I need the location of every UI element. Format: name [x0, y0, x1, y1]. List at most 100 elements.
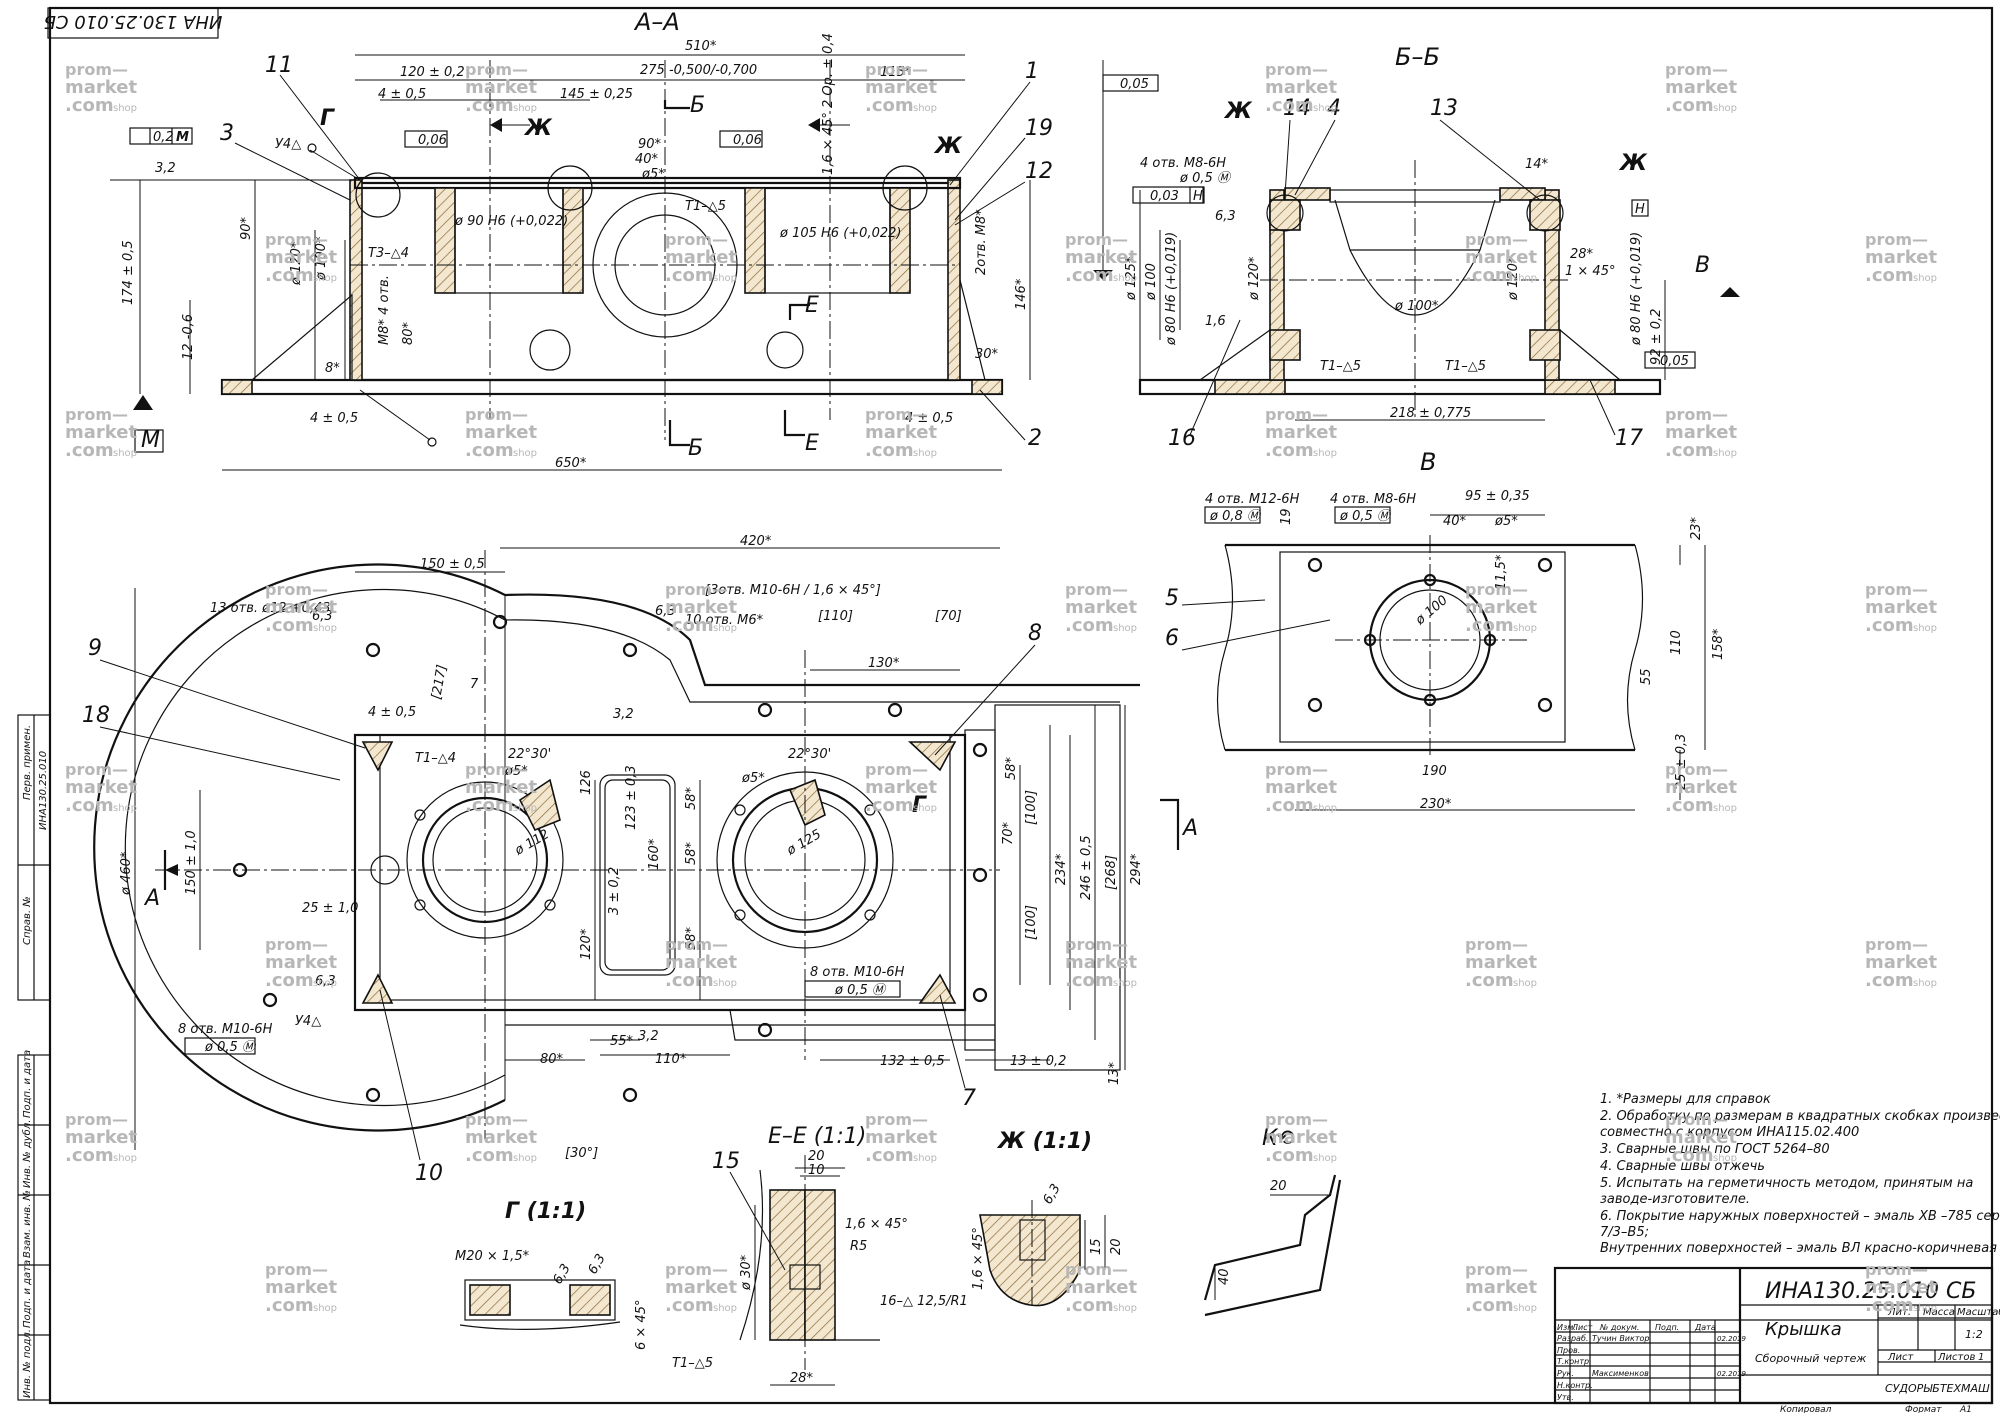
watermark-sub: shop — [913, 803, 937, 814]
dim-m8: M8* 4 отв. — [377, 275, 392, 345]
watermark-text: market — [265, 597, 337, 618]
detail-g-title: Г (1:1) — [505, 1199, 586, 1224]
bb-d80h6b: ø 80 H6 (+0,019) — [1629, 232, 1644, 346]
marker-zh-bb2: Ж — [1618, 151, 1648, 176]
watermark-text: market — [865, 777, 937, 798]
tb-col-4: Дата — [1694, 1323, 1716, 1332]
dim-174: 174 ± 0,5 — [121, 240, 136, 305]
plan-view: А А Г 420* 150 ± 0,5 13 отв. ø12 +0,43 [… — [82, 534, 1198, 1186]
watermark-sub: shop — [313, 1303, 337, 1314]
watermark-text: market — [65, 777, 137, 798]
marker-e-mid: Е — [805, 293, 819, 318]
watermark-text: prom— — [465, 1110, 528, 1129]
plan-d30: [30°] — [565, 1146, 598, 1161]
watermark-text: .com — [665, 265, 714, 286]
dim-650: 650* — [555, 456, 587, 471]
ee-r: R5 — [850, 1239, 867, 1254]
tb-date-0: 02.2019 — [1717, 1335, 1746, 1343]
watermark-text: market — [1665, 422, 1737, 443]
watermark-sub: shop — [713, 623, 737, 634]
watermark-text: market — [1465, 1277, 1537, 1298]
watermark-text: .com — [265, 265, 314, 286]
chamfer: 1,6 × 45° 2 Ор. ± 0,4 — [821, 33, 836, 175]
plan-d3: 3 ± 0,2 — [607, 867, 622, 915]
dim-100v: ø 100* — [314, 236, 329, 281]
watermark-text: prom— — [265, 935, 328, 954]
section-aa: А–А — [110, 8, 1053, 471]
watermark-text: .com — [65, 95, 114, 116]
view-v-holes — [1307, 557, 1553, 713]
tol-006a: 0,06 — [418, 133, 447, 148]
watermark-text: prom— — [1065, 580, 1128, 599]
plan-d130: 130* — [868, 656, 900, 671]
bb-d120b: ø 120* — [1506, 256, 1521, 301]
watermark-text: market — [1865, 952, 1937, 973]
dim-4b: 4 ± 0,5 — [310, 411, 358, 426]
tb-format-val: А1 — [1959, 1405, 1972, 1413]
plan-d217: [217] — [429, 664, 450, 701]
watermark-sub: shop — [1713, 1153, 1737, 1164]
v-d158: 158* — [1711, 628, 1726, 660]
note-2: 2. Обработку по размерам в квадратных ск… — [1600, 1109, 2000, 1124]
bb-t1b: Т1–△5 — [1445, 359, 1486, 374]
watermark-text: market — [1665, 77, 1737, 98]
watermark-text: prom— — [865, 760, 928, 779]
tb-col-1: Лист — [1571, 1323, 1593, 1332]
watermark-text: market — [65, 422, 137, 443]
watermark-text: market — [665, 597, 737, 618]
note-6b: 7/3–В5; — [1600, 1225, 1649, 1240]
v-d19: 19 — [1279, 508, 1294, 525]
v-d55: 55 — [1639, 668, 1654, 685]
plan-d246: 246 ± 0,5 — [1079, 835, 1094, 900]
watermark-text: .com — [1865, 615, 1914, 636]
ee-r1: 16–△ 12,5/R1 — [880, 1294, 968, 1309]
v-d190: 190 — [1422, 764, 1447, 779]
section-bb: Б–Б 0,05 0,03 Н Н 0,05 В Ж — [1093, 43, 1740, 451]
bb-d14: 14* — [1525, 157, 1549, 172]
watermark-text: prom— — [865, 1110, 928, 1129]
balloon-12: 12 — [1025, 159, 1053, 184]
g-ch: 6 × 45° — [634, 1300, 649, 1350]
tb-hdr-scale: Масштаб — [1957, 1306, 2000, 1318]
dim-4c: 4 ± 0,5 — [905, 411, 953, 426]
plan-d268: [268] — [1104, 855, 1119, 890]
v-pos2: ø 0,5 Ⓜ — [1339, 509, 1392, 524]
tb-col-3: Подп. — [1655, 1323, 1679, 1332]
detail-zh-title: Ж (1:1) — [996, 1129, 1092, 1154]
tb-role-2: Т.контр. — [1557, 1357, 1592, 1366]
tb-name-0: Тучин Виктор — [1592, 1334, 1649, 1343]
bb-d100b: ø 100* — [1394, 299, 1439, 314]
dim-115: 115* — [880, 65, 912, 80]
watermark-text: prom— — [1465, 1260, 1528, 1279]
watermark-sub: shop — [1113, 1303, 1137, 1314]
plan-r63c: 6,3 — [315, 974, 336, 989]
marker-g-aa: Г — [320, 106, 335, 131]
zh-ch: 1,6 × 45° — [971, 1227, 986, 1290]
tb-role-0: Разраб. — [1557, 1334, 1588, 1343]
watermark-text: .com — [1665, 1145, 1714, 1166]
watermark-text: market — [1065, 1277, 1137, 1298]
plan-d125: ø 125 — [784, 827, 824, 859]
watermark-sub: shop — [513, 103, 537, 114]
watermark-text: market — [665, 1277, 737, 1298]
balloon-9: 9 — [88, 636, 102, 661]
watermark-text: .com — [1065, 265, 1114, 286]
watermark-sub: shop — [1113, 273, 1137, 284]
plan-d120: 120* — [579, 928, 594, 960]
watermark-sub: shop — [713, 978, 737, 989]
note-4: 4. Сварные швы отжечь — [1600, 1159, 1765, 1174]
plan-d100b: [100] — [1024, 905, 1039, 940]
plan-d70: [70] — [935, 609, 962, 624]
dim-40: 40* — [635, 152, 659, 167]
watermark-text: .com — [1865, 1295, 1914, 1316]
watermark-sub: shop — [1513, 1303, 1537, 1314]
bb-pos05: ø 0,5 Ⓜ — [1179, 171, 1232, 186]
tb-col-2: № докум. — [1599, 1323, 1639, 1332]
v-m12: 4 отв. M12-6H — [1205, 492, 1300, 507]
